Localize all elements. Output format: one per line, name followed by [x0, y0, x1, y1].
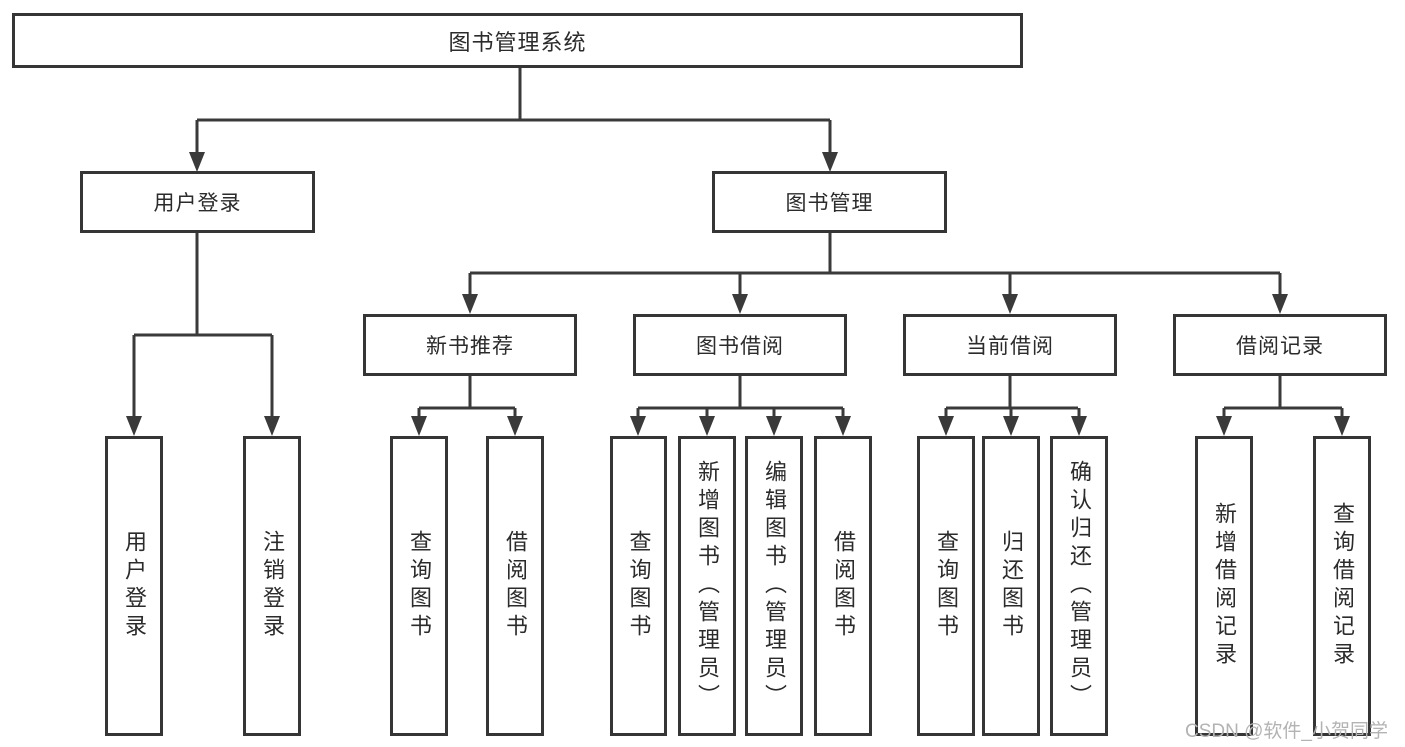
connector-current-borrow-to-leaves: [944, 376, 1081, 419]
leaf-confirm-return-admin: 确认归还（管理员）: [1050, 436, 1108, 736]
leaf-borrow-books: 借阅图书: [814, 436, 872, 736]
node-user-login: 用户登录: [80, 171, 315, 233]
connector-user-login-to-leaves: [132, 233, 274, 419]
csdn-watermark: CSDN @软件_小贺同学: [1185, 721, 1388, 742]
node-borrow-record: 借阅记录: [1173, 314, 1387, 376]
node-book-management: 图书管理: [712, 171, 947, 233]
leaf-query-books-current: 查询图书: [917, 436, 975, 736]
leaf-query-borrow-record: 查询借阅记录: [1313, 436, 1371, 736]
node-root-system: 图书管理系统: [12, 13, 1023, 68]
connector-book-management-to-level3: [468, 233, 1282, 297]
leaf-query-books-recommend: 查询图书: [390, 436, 448, 736]
leaf-edit-books-admin: 编辑图书（管理员）: [745, 436, 803, 736]
connector-borrow-record-to-leaves: [1222, 376, 1344, 419]
leaf-add-borrow-record: 新增借阅记录: [1195, 436, 1253, 736]
node-book-borrow: 图书借阅: [633, 314, 847, 376]
connector-root-to-level2: [195, 68, 832, 155]
leaf-borrow-books-recommend: 借阅图书: [486, 436, 544, 736]
node-new-book-recommend: 新书推荐: [363, 314, 577, 376]
leaf-logout: 注销登录: [243, 436, 301, 736]
node-current-borrow: 当前借阅: [903, 314, 1117, 376]
connector-book-borrow-to-leaves: [636, 376, 845, 419]
arrowheads: [126, 152, 1350, 436]
leaf-query-books-borrow: 查询图书: [610, 436, 667, 736]
leaf-user-login: 用户登录: [105, 436, 163, 736]
connector-new-book-to-leaves: [417, 376, 517, 419]
leaf-return-books: 归还图书: [982, 436, 1040, 736]
leaf-add-books-admin: 新增图书（管理员）: [678, 436, 736, 736]
